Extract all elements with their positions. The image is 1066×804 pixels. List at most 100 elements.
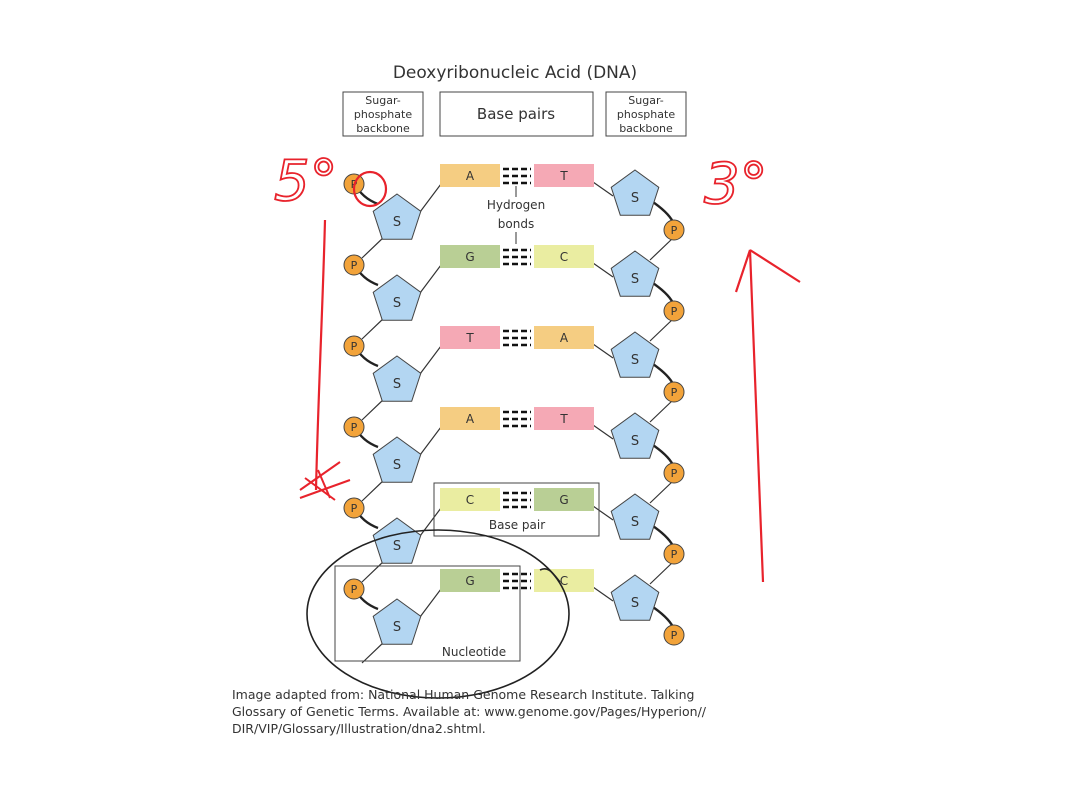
right-backbone-header-box bbox=[605, 91, 687, 137]
left-sugar-base-link bbox=[419, 507, 442, 537]
right-strand-up-line bbox=[734, 249, 801, 583]
caption-line-1: Image adapted from: National Human Genom… bbox=[232, 687, 695, 702]
base-pair-label: Base pair bbox=[489, 518, 545, 532]
left-backbone-header-line3: backbone bbox=[356, 122, 410, 135]
right-base-label: A bbox=[560, 331, 569, 345]
right-sugar-base-link bbox=[592, 424, 614, 440]
left-sugar bbox=[372, 193, 422, 240]
left-sugar bbox=[372, 517, 422, 564]
right-sugar-label: S bbox=[631, 353, 639, 368]
left-sugar-base-link bbox=[419, 345, 442, 375]
right-sugar-label: S bbox=[631, 272, 639, 287]
left-backbone-link bbox=[361, 397, 386, 421]
left-backbone-header-box bbox=[342, 91, 424, 137]
caption-line-3: DIR/VIP/Glossary/Illustration/dna2.shtml… bbox=[232, 721, 486, 736]
left-sugar-label: S bbox=[393, 620, 401, 635]
right-base-label: T bbox=[559, 169, 568, 183]
right-phosphate bbox=[663, 381, 685, 403]
right-backbone-link bbox=[649, 480, 674, 504]
left-base-label: A bbox=[466, 169, 475, 183]
left-base bbox=[440, 164, 500, 187]
right-base bbox=[534, 164, 594, 187]
left-sugar-label: S bbox=[393, 296, 401, 311]
left-base bbox=[440, 569, 500, 592]
left-base bbox=[440, 488, 500, 511]
right-backbone-header-line1: Sugar- bbox=[628, 94, 663, 107]
left-base-label: C bbox=[466, 493, 474, 507]
right-phosphate bbox=[663, 219, 685, 241]
hydrogen-bonds-label-line2: bonds bbox=[498, 217, 534, 231]
right-phosphate bbox=[663, 300, 685, 322]
right-base-label: C bbox=[560, 574, 568, 588]
right-sugar bbox=[610, 493, 660, 540]
right-base bbox=[534, 326, 594, 349]
hydrogen-bonds-label-line1: Hydrogen bbox=[487, 198, 545, 212]
left-sugar bbox=[372, 274, 422, 321]
five-prime-annotation: 5° bbox=[274, 149, 338, 214]
right-phosphate-label: P bbox=[671, 305, 678, 318]
right-phosphate bbox=[663, 543, 685, 565]
left-base bbox=[440, 245, 500, 268]
left-strand-down-line bbox=[314, 219, 327, 491]
left-sugar-base-link bbox=[419, 426, 442, 456]
left-base-label: G bbox=[465, 574, 474, 588]
right-phosphate-label: P bbox=[671, 386, 678, 399]
left-backbone-header-line1: Sugar- bbox=[365, 94, 400, 107]
left-phosphate-label: P bbox=[351, 421, 358, 434]
left-backbone-link bbox=[361, 559, 386, 583]
left-base bbox=[440, 326, 500, 349]
three-prime-annotation: 3° bbox=[704, 152, 768, 217]
right-phosphate bbox=[663, 462, 685, 484]
right-sugar-label: S bbox=[631, 596, 639, 611]
right-sugar bbox=[610, 169, 660, 216]
nucleotide-circle-tail bbox=[539, 567, 561, 583]
left-phosphate bbox=[343, 578, 365, 600]
left-sugar-base-link bbox=[419, 183, 442, 213]
right-sugar-label: S bbox=[631, 515, 639, 530]
caption-line-2: Glossary of Genetic Terms. Available at:… bbox=[232, 704, 707, 719]
left-phosphate bbox=[343, 254, 365, 276]
left-sugar-base-link bbox=[419, 588, 442, 618]
right-base bbox=[534, 245, 594, 268]
right-base-label: T bbox=[559, 412, 568, 426]
right-phosphate-label: P bbox=[671, 467, 678, 480]
left-sugar bbox=[372, 355, 422, 402]
right-sugar bbox=[610, 412, 660, 459]
right-sugar-base-link bbox=[592, 262, 614, 278]
nucleotide-circle-annotation bbox=[306, 529, 570, 699]
right-sugar-base-link bbox=[592, 181, 614, 197]
left-backbone-link bbox=[361, 640, 386, 664]
left-phosphate bbox=[343, 416, 365, 438]
right-phosphate-label: P bbox=[671, 629, 678, 642]
image-source-caption: Image adapted from: National Human Genom… bbox=[232, 686, 832, 737]
left-phosphate-label: P bbox=[351, 502, 358, 515]
left-base-label: T bbox=[465, 331, 474, 345]
left-backbone-link bbox=[361, 316, 386, 340]
right-sugar-base-link bbox=[592, 586, 614, 602]
right-sugar-label: S bbox=[631, 191, 639, 206]
diagram-title: Deoxyribonucleic Acid (DNA) bbox=[393, 63, 637, 83]
left-phosphate bbox=[343, 335, 365, 357]
right-backbone-link bbox=[649, 237, 674, 261]
left-phosphate-label: P bbox=[351, 583, 358, 596]
left-backbone-link bbox=[361, 478, 386, 502]
left-base-label: A bbox=[466, 412, 475, 426]
right-phosphate-label: P bbox=[671, 548, 678, 561]
nucleotide-highlight-box bbox=[334, 565, 521, 662]
handwritten-annotations: 5° 3° bbox=[273, 148, 801, 583]
right-sugar bbox=[610, 250, 660, 297]
left-sugar bbox=[372, 436, 422, 483]
left-sugar-label: S bbox=[393, 458, 401, 473]
right-sugar bbox=[610, 331, 660, 378]
right-sugar-label: S bbox=[631, 434, 639, 449]
left-sugar bbox=[372, 598, 422, 645]
right-backbone-header-line2: phosphate bbox=[617, 108, 675, 121]
left-phosphate bbox=[343, 497, 365, 519]
five-prime-phosphate-circle bbox=[352, 170, 388, 208]
right-phosphate bbox=[663, 624, 685, 646]
left-sugar-base-link bbox=[419, 264, 442, 294]
base-pairs-header-box bbox=[439, 91, 594, 137]
